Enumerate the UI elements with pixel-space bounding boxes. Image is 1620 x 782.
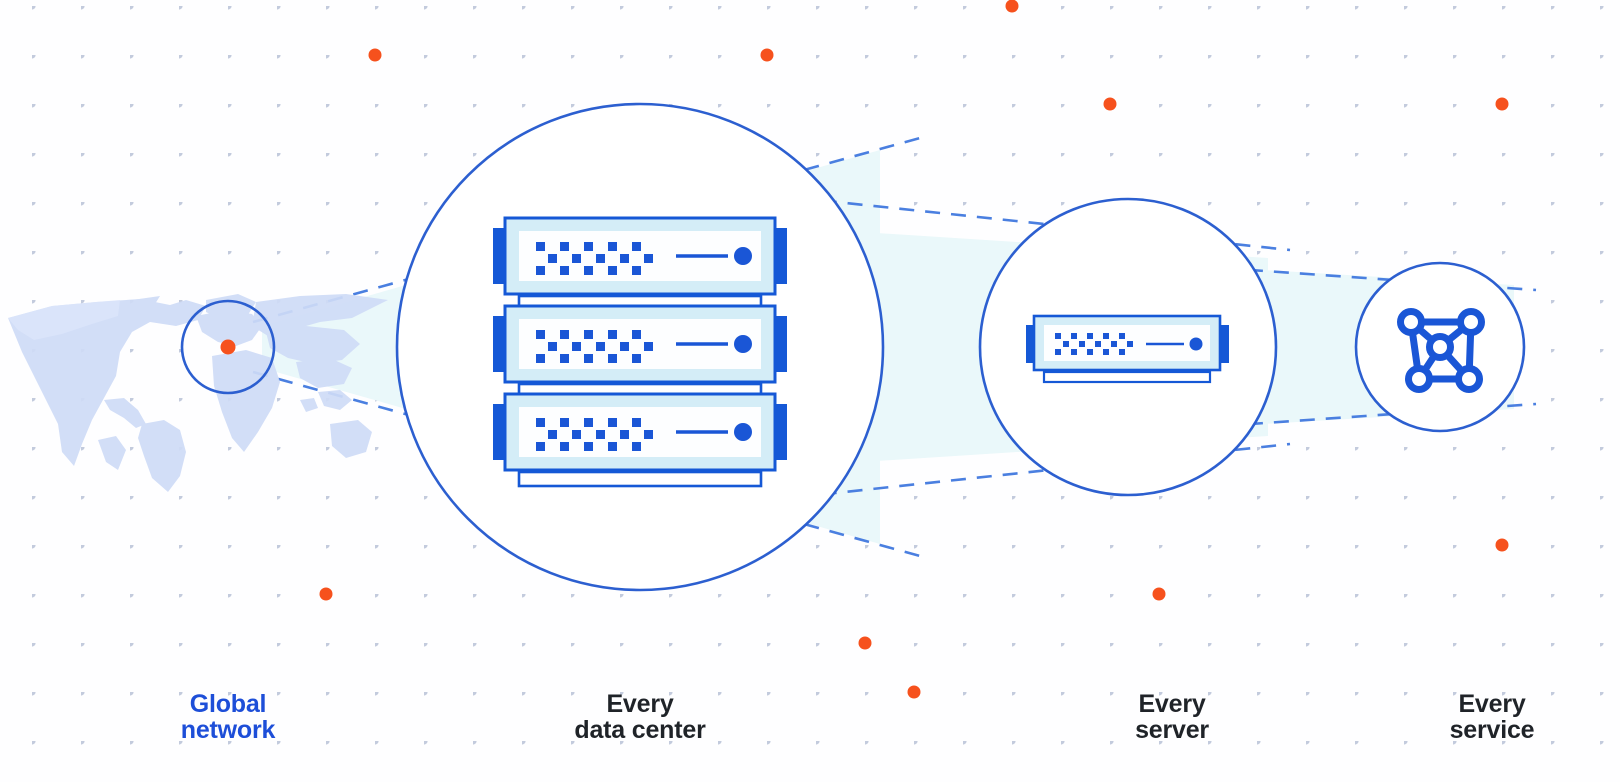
rack-unit bbox=[493, 304, 787, 400]
led-indicator-grid bbox=[536, 330, 653, 363]
world-map-icon bbox=[8, 294, 388, 492]
server-rack-icon bbox=[493, 216, 787, 488]
single-server-icon bbox=[1026, 314, 1229, 384]
global-network-highlight[interactable] bbox=[180, 299, 276, 395]
accent-dots bbox=[319, 0, 1509, 699]
every-data-center-node[interactable] bbox=[395, 102, 885, 592]
network-graph-nodes bbox=[1397, 308, 1485, 393]
location-dot-icon bbox=[220, 339, 236, 355]
every-server-node[interactable] bbox=[978, 197, 1278, 497]
led-indicator-grid bbox=[1055, 333, 1133, 355]
led-indicator-grid bbox=[536, 418, 653, 451]
led-indicator-grid bbox=[536, 242, 653, 275]
rack-unit bbox=[493, 392, 787, 488]
rack-unit bbox=[493, 216, 787, 312]
every-service-node[interactable] bbox=[1354, 261, 1526, 433]
